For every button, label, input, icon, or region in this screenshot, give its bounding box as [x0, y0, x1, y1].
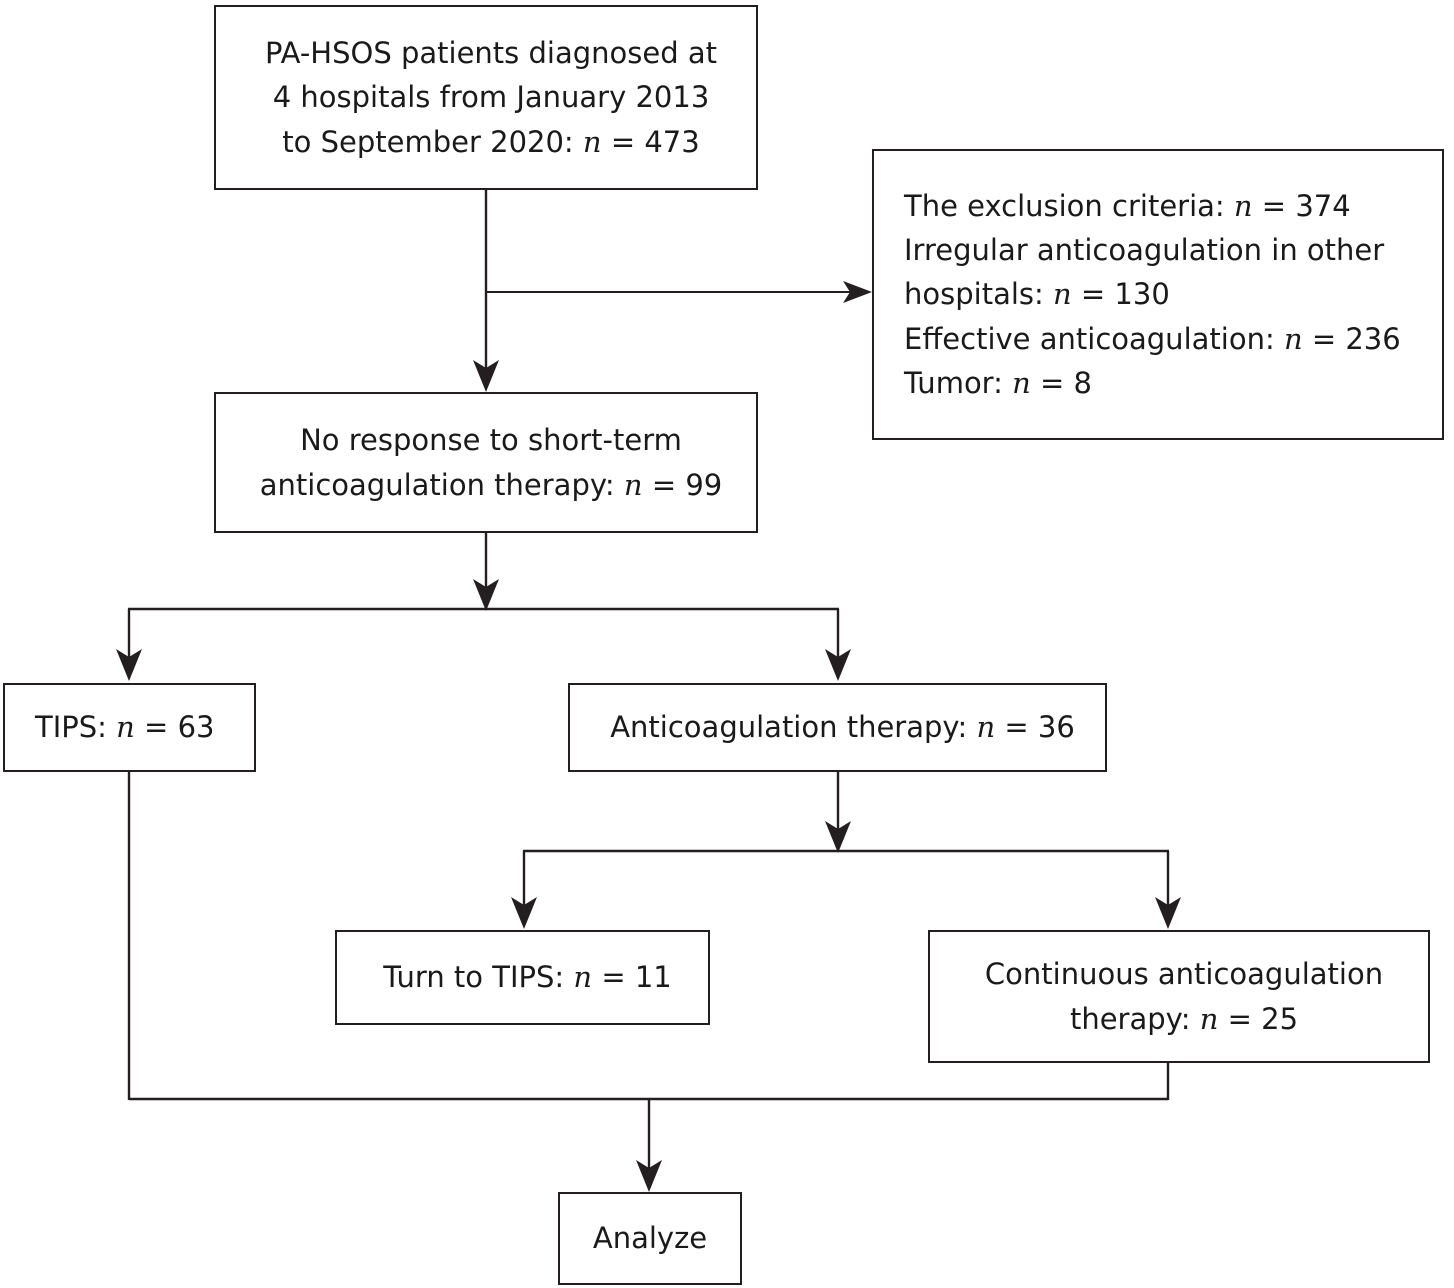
- analyze-line-1: Analyze: [592, 1221, 708, 1256]
- edge-no-response-split: [116, 533, 851, 681]
- edge-diagnosed-to-exclusion: [486, 281, 872, 303]
- no-response-line-1: No response to short-term: [300, 423, 682, 458]
- continuous-line-1: Continuous anticoagulation: [984, 957, 1384, 992]
- tips-box: TIPS: n = 63: [3, 683, 256, 772]
- analyze-box: Analyze: [558, 1192, 742, 1285]
- edge-diagnosed-to-no-response: [473, 190, 499, 392]
- tips-line-1: TIPS: n = 63: [35, 710, 215, 745]
- turn-to-tips-box: Turn to TIPS: n = 11: [335, 930, 710, 1025]
- continuous-anticoagulation-box: Continuous anticoagulation therapy: n = …: [928, 930, 1430, 1063]
- edge-merge-to-analyze: [127, 772, 1170, 1192]
- exclusion-line-4: Effective anticoagulation: n = 236: [904, 321, 1401, 356]
- exclusion-box: The exclusion criteria: n = 374 Irregula…: [872, 149, 1444, 440]
- exclusion-line-1: The exclusion criteria: n = 374: [904, 188, 1351, 223]
- no-response-line-2: anticoagulation therapy: n = 99: [259, 467, 723, 502]
- diagnosed-box: PA-HSOS patients diagnosed at 4 hospital…: [214, 5, 758, 190]
- edge-anticoagulation-split: [511, 772, 1181, 929]
- anticoagulation-line-1: Anticoagulation therapy: n = 36: [610, 710, 1075, 745]
- diagnosed-line-3: to September 2020: n = 473: [282, 124, 700, 159]
- continuous-line-2: therapy: n = 25: [1069, 1001, 1299, 1036]
- turn-to-tips-line-1: Turn to TIPS: n = 11: [383, 960, 672, 995]
- exclusion-line-5: Tumor: n = 8: [904, 366, 1092, 401]
- diagnosed-line-2: 4 hospitals from January 2013: [272, 80, 710, 115]
- exclusion-line-2: Irregular anticoagulation in other: [904, 232, 1385, 267]
- anticoagulation-box: Anticoagulation therapy: n = 36: [568, 683, 1107, 772]
- diagnosed-line-1: PA-HSOS patients diagnosed at: [265, 35, 717, 70]
- no-response-box: No response to short-term anticoagulatio…: [214, 392, 758, 533]
- exclusion-line-3: hospitals: n = 130: [904, 277, 1170, 312]
